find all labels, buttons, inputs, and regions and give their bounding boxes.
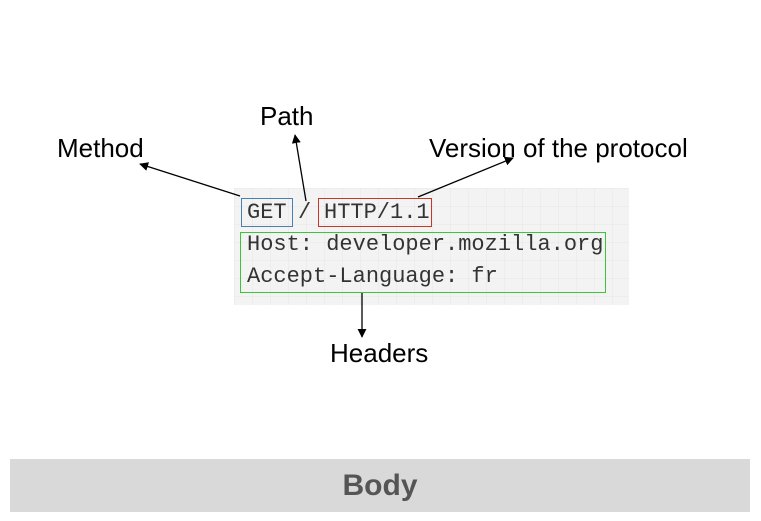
version-label: Version of the protocol bbox=[429, 133, 688, 163]
header-line-accept-language: Accept-Language: fr bbox=[247, 264, 498, 289]
method-arrow bbox=[139, 162, 241, 197]
headers-label: Headers bbox=[330, 338, 429, 368]
request-path: / bbox=[298, 200, 312, 225]
request-version: HTTP/1.1 bbox=[324, 200, 430, 225]
path-label: Path bbox=[260, 101, 314, 131]
body-section-bar: Body bbox=[10, 459, 750, 512]
path-arrow bbox=[291, 134, 307, 202]
headers-highlight-box bbox=[240, 232, 606, 293]
request-method: GET bbox=[247, 200, 287, 225]
header-line-host: Host: developer.mozilla.org bbox=[247, 232, 604, 257]
method-highlight-box bbox=[241, 198, 293, 227]
version-arrow bbox=[417, 156, 514, 198]
version-highlight-box bbox=[318, 198, 432, 227]
method-label: Method bbox=[57, 133, 144, 163]
body-label: Body bbox=[342, 468, 418, 502]
